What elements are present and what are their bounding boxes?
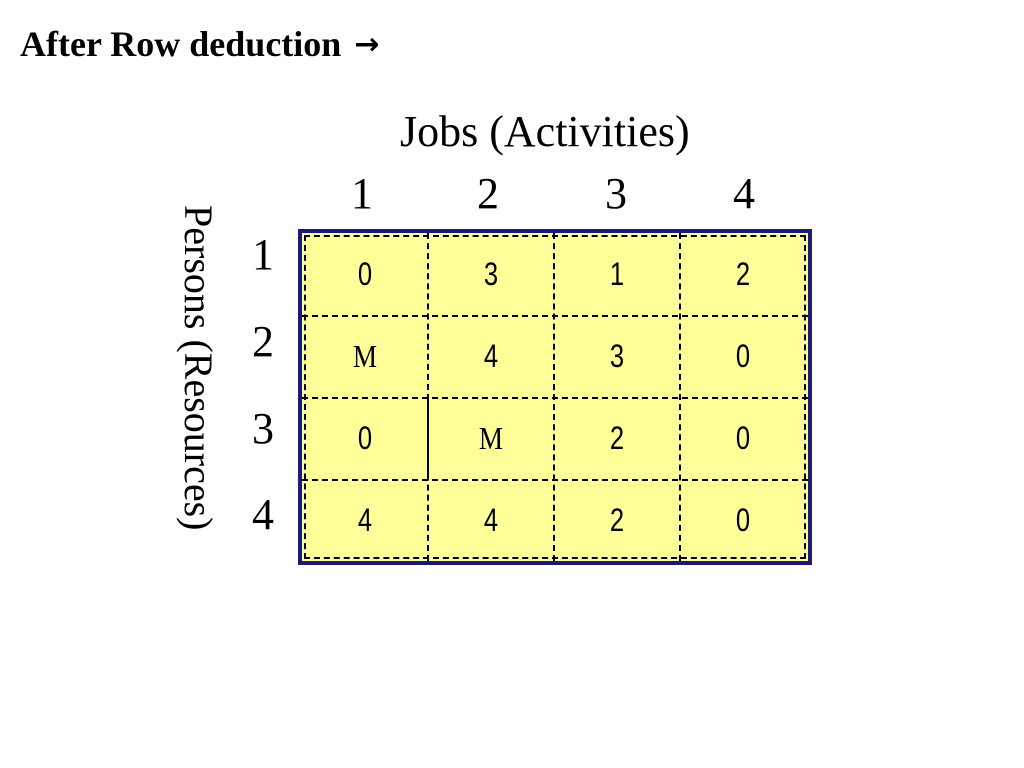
column-label-2: 2	[477, 169, 499, 218]
grid-line	[427, 397, 429, 479]
matrix-cell-r2-c1: M	[352, 337, 378, 374]
matrix-cell-r4-c4: 0	[735, 501, 751, 538]
column-label-4: 4	[733, 169, 755, 218]
slide-title: After Row deduction →	[20, 22, 379, 67]
row-axis-title: Persons (Resources)	[176, 205, 221, 531]
row-label-1: 1	[252, 230, 274, 279]
matrix-cell-r3-c4: 0	[735, 419, 751, 456]
slide-title-text: After Row deduction	[20, 24, 342, 64]
matrix-cell-r1-c4: 2	[735, 255, 751, 292]
column-label-1: 1	[351, 169, 373, 218]
grid-line	[302, 479, 808, 481]
matrix-cell-r3-c1: 0	[357, 419, 373, 456]
matrix-cell-r1-c2: 3	[483, 255, 499, 292]
grid-line	[302, 315, 808, 317]
row-label-4: 4	[252, 490, 274, 539]
matrix-cell-r1-c3: 1	[609, 255, 625, 292]
matrix-cell-r4-c2: 4	[483, 501, 499, 538]
matrix-cell-r1-c1: 0	[357, 255, 373, 292]
cost-matrix: 0 3 1 2 M 4 3 0 0 M 2 0 4 4 2 0	[298, 229, 812, 565]
column-label-3: 3	[605, 169, 627, 218]
row-label-3: 3	[252, 404, 274, 453]
matrix-cell-r4-c1: 4	[357, 501, 373, 538]
matrix-cell-r2-c4: 0	[735, 337, 751, 374]
row-label-2: 2	[252, 317, 274, 366]
matrix-cell-r3-c3: 2	[609, 419, 625, 456]
matrix-cell-r2-c2: 4	[483, 337, 499, 374]
right-arrow-icon: →	[354, 27, 380, 62]
column-axis-title: Jobs (Activities)	[400, 107, 690, 156]
matrix-cell-r4-c3: 2	[609, 501, 625, 538]
grid-line	[302, 397, 808, 399]
matrix-cell-r2-c3: 3	[609, 337, 625, 374]
matrix-cell-r3-c2: M	[478, 419, 504, 456]
